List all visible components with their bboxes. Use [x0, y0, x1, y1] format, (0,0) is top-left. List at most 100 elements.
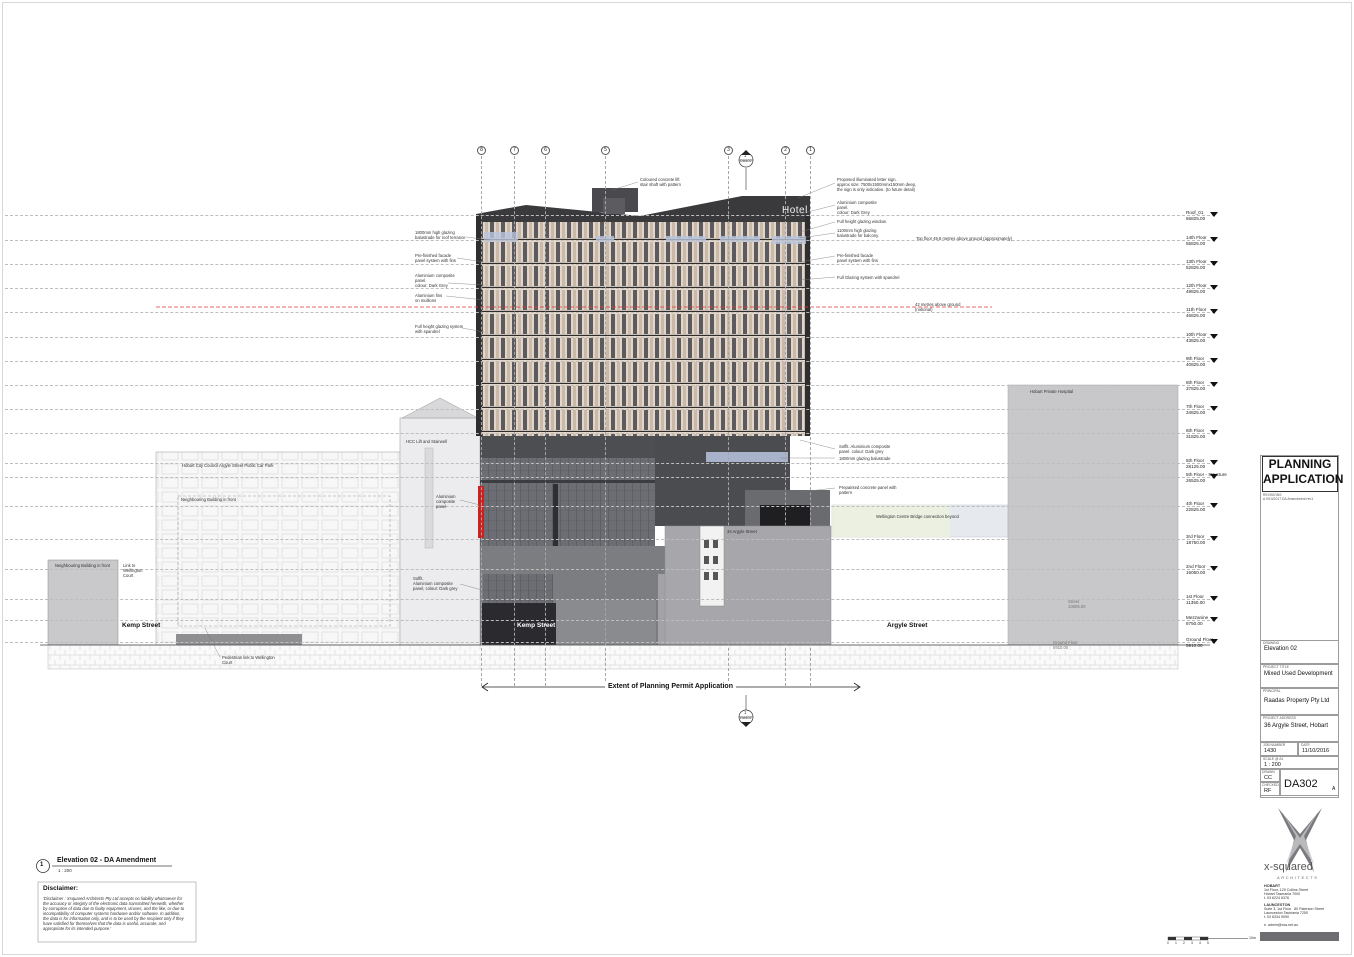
date-label: DATE	[1301, 743, 1310, 747]
note-ground-level: Ground Floor 5910.00	[1053, 640, 1078, 650]
floor-rl: 26525.00	[1186, 478, 1206, 483]
note-sign: Proposed illuminated letter sign, approx…	[837, 177, 917, 192]
principal-value: Raadas Property Pty Ltd	[1264, 698, 1330, 704]
level-marker-icon	[1210, 334, 1218, 339]
project-title-value: Mixed Used Development	[1264, 671, 1333, 677]
hobart-heading: HOBART	[1264, 884, 1281, 888]
level-marker-icon	[1210, 285, 1218, 290]
note-42-metres: 42 metres above ground (notional)	[915, 302, 961, 312]
note-top-floor: Top floor 49.8 metres above ground (appr…	[916, 236, 1013, 241]
launceston-address: Suite 3, 1st Floor 80 Paterson Street La…	[1264, 907, 1325, 920]
firm-tagline: ARCHITECTS	[1277, 875, 1319, 880]
level-marker-icon	[1210, 639, 1218, 644]
note-lift-shaft: Coloured concrete lift stair shaft with …	[640, 177, 681, 187]
grid-line	[545, 156, 546, 686]
floor-rl: 46825.00	[1186, 313, 1206, 318]
level-marker-icon	[1210, 536, 1218, 541]
view-title: Elevation 02 - DA Amendment	[57, 857, 157, 864]
drawn-label: DRAWN	[1262, 770, 1275, 774]
disclaimer-box	[37, 881, 197, 943]
level-marker-icon	[1210, 261, 1218, 266]
floor-line	[5, 312, 1215, 313]
floor-line	[5, 477, 1215, 478]
note-prefinished-right: Pre-finished facade panel system with fi…	[837, 253, 878, 263]
floor-line	[5, 264, 1215, 265]
floor-name: 8th Floor	[1186, 380, 1205, 385]
view-title-bubble	[36, 859, 50, 873]
scale-bar-end: 10m	[1249, 936, 1256, 940]
kemp-street-label-left: Kemp Street	[122, 622, 161, 629]
floor-rl: 31825.00	[1186, 434, 1206, 439]
neighbouring-building-left	[47, 559, 119, 646]
project-address-value: 36 Argyle Street, Hobart	[1264, 723, 1329, 729]
drawing-value: Elevation 02	[1264, 646, 1298, 652]
floor-line	[5, 506, 1215, 507]
hobart-address: 1st Floor, 129 Collins Street Hobart Tas…	[1264, 888, 1309, 901]
note-argyle-34: 34 Argyle Street	[727, 529, 757, 534]
tb-address-cell	[1260, 715, 1339, 742]
level-marker-icon	[1210, 430, 1218, 435]
note-neighbour-front-2: Neighbouring Building in front	[55, 563, 110, 568]
hcc-lift-building	[399, 417, 481, 646]
grid-bubble: 2	[781, 146, 790, 155]
tb-scale-cell	[1260, 756, 1339, 769]
note-balustrade-1800: 1800mm glazing balustrade	[839, 456, 891, 461]
firm-name: x-squared	[1264, 861, 1313, 873]
grid-bubble: 7	[510, 146, 519, 155]
note-full-height-left: Full height glazing system with spandrel	[415, 324, 464, 334]
floor-name: 6th Floor	[1186, 428, 1205, 433]
floor-rl: 43825.00	[1186, 338, 1206, 343]
view-scale: 1 : 200	[58, 868, 72, 873]
drawing-number: DA302	[1284, 778, 1318, 790]
section-marker-bottom-num: 1	[744, 710, 747, 715]
section-marker-top-num: 1	[744, 153, 747, 158]
floor-name: 13th Floor	[1186, 259, 1207, 264]
scale-tick-label: 1	[1175, 941, 1177, 945]
floor-rl: 11350.00	[1186, 600, 1205, 605]
grid-line	[728, 156, 729, 686]
firm-web-bar: www.xsa.net.au	[1260, 932, 1339, 946]
note-alu-composite-left: Aluminium composite panel. colour: Dark …	[415, 273, 455, 288]
floor-name: Ground Floor	[1186, 637, 1214, 642]
note-balustrade-balcony: 1100mm high glazing balustrade for balco…	[837, 228, 880, 238]
floor-name: 5th Floor	[1186, 458, 1205, 463]
job-number-label: JOB NUMBER	[1263, 743, 1286, 747]
tb-drawn-cell	[1260, 769, 1280, 782]
tb-date-cell	[1298, 742, 1339, 756]
scale-value: 1 : 200	[1264, 762, 1281, 768]
grid-bubble: 5	[601, 146, 610, 155]
grid-line	[481, 156, 482, 686]
grid-line	[785, 156, 786, 686]
scale-tick-label: 5	[1207, 941, 1209, 945]
checked-label: CHECKED	[1262, 783, 1279, 787]
note-bridge: Wellington Centre Bridge connection beyo…	[876, 514, 959, 519]
note-alu-fins: Aluminium fins on mullions	[415, 293, 443, 303]
scale-tick-label: 2	[1183, 941, 1185, 945]
section-marker-bottom	[738, 695, 754, 727]
tb-project-title-cell	[1260, 664, 1339, 688]
floor-name: Roof_01	[1186, 210, 1204, 215]
tb-checked-cell	[1260, 782, 1280, 796]
firm-web: www.xsa.net.au	[1284, 941, 1315, 946]
floor-line	[5, 385, 1215, 386]
level-marker-icon	[1210, 406, 1218, 411]
floor-rl: 56825.00	[1186, 216, 1206, 221]
project-title-label: PROJECT TITLE	[1263, 665, 1289, 669]
neighbouring-building-front	[177, 495, 391, 627]
note-private-hospital: Hobart Private Hospital	[1030, 389, 1074, 394]
date-value: 11/10/2016	[1302, 748, 1330, 754]
note-soffit-left: Soffit. Aluminium composite panel, colou…	[413, 576, 458, 591]
job-number-value: 1430	[1264, 748, 1277, 754]
level-marker-icon	[1210, 237, 1218, 242]
note-pedestrian-link: Pedestrian link to Wellington Court	[222, 655, 275, 665]
grid-bubble: 1	[806, 146, 815, 155]
grid-line	[605, 156, 606, 686]
tb-drawing-cell	[1260, 640, 1339, 664]
disclaimer-title: Disclaimer:	[43, 885, 79, 892]
floor-name: 11th Floor	[1186, 307, 1207, 312]
hotel-sign: Hotel	[782, 205, 808, 216]
level-marker-icon	[1210, 212, 1218, 217]
floor-line	[5, 599, 1215, 600]
